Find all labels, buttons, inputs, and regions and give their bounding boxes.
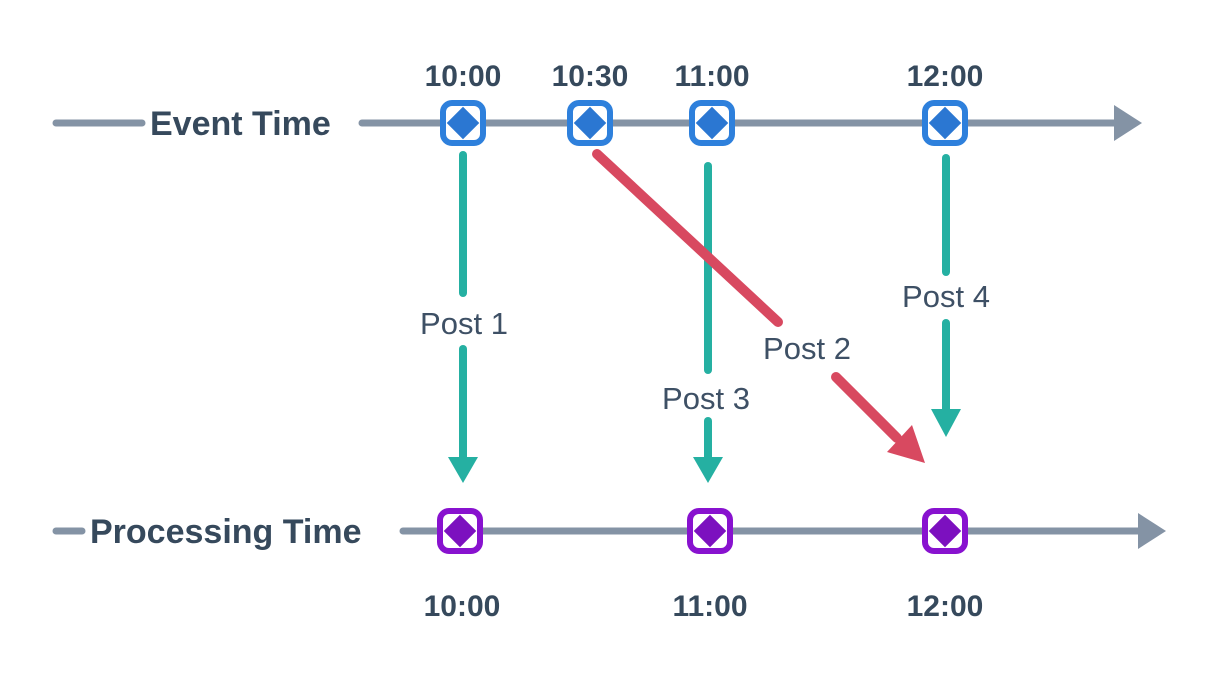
post-4-arrow: Post 4 <box>902 154 990 437</box>
processing-timeline: Processing Time 10:00 11:00 12:00 <box>52 508 1166 623</box>
post-3-arrowhead-icon <box>693 457 723 483</box>
event-marker-icon <box>567 100 613 146</box>
processing-marker-icon <box>687 508 733 554</box>
processing-timeline-arrowhead-icon <box>1138 513 1166 549</box>
post-2-label: Post 2 <box>763 331 851 366</box>
post-2-arrowhead-icon <box>887 425 925 463</box>
processing-tick-label: 12:00 <box>907 590 984 623</box>
processing-tick-label: 10:00 <box>424 590 501 623</box>
event-tick-label: 11:00 <box>674 60 749 93</box>
post-1-arrow: Post 1 <box>420 151 508 483</box>
event-timeline-arrowhead-icon <box>1114 105 1142 141</box>
post-2-arrow: Post 2 <box>592 149 925 463</box>
event-marker-icon <box>689 100 735 146</box>
event-marker-icon <box>922 100 968 146</box>
event-tick-label: 12:00 <box>907 60 984 93</box>
processing-marker-icon <box>437 508 483 554</box>
event-marker-icon <box>440 100 486 146</box>
post-4-label: Post 4 <box>902 279 990 314</box>
post-3-label: Post 3 <box>662 381 750 416</box>
post-4-arrowhead-icon <box>931 409 961 437</box>
event-tick-label: 10:00 <box>425 60 502 93</box>
post-3-arrow: Post 3 <box>662 162 750 483</box>
post-1-arrowhead-icon <box>448 457 478 483</box>
processing-tick-label: 11:00 <box>672 590 747 623</box>
event-timeline-label: Event Time <box>150 105 331 143</box>
post-1-label: Post 1 <box>420 306 508 341</box>
processing-timeline-label: Processing Time <box>90 513 362 551</box>
event-timeline: Event Time 10:00 10:30 11:00 12:00 <box>52 60 1142 146</box>
processing-marker-icon <box>922 508 968 554</box>
event-tick-label: 10:30 <box>552 60 629 93</box>
